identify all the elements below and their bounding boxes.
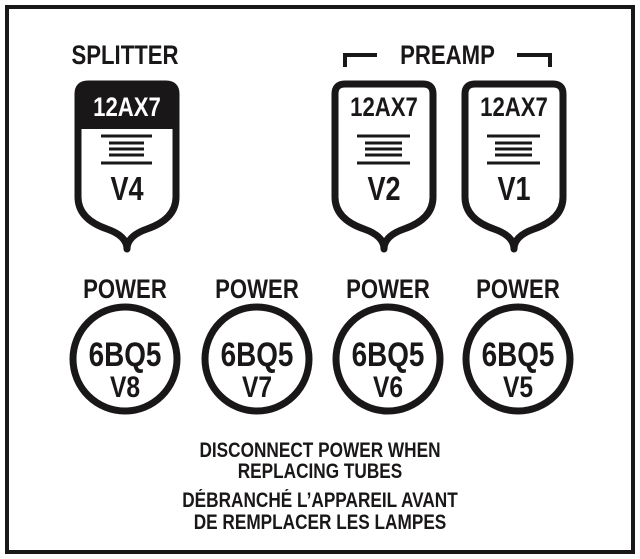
warning-fr-line2: DE REMPLACER LES LAMPES: [193, 511, 447, 534]
v2-type: 12AX7: [350, 92, 418, 122]
v6-type: 6BQ5: [351, 336, 425, 374]
splitter-label: SPLITTER: [71, 40, 179, 70]
power-tube-v5: [462, 303, 574, 415]
power-tube-v6: [332, 303, 444, 415]
v6-position: V6: [372, 371, 404, 404]
v8-position: V8: [109, 371, 141, 404]
power-label-v5: POWER: [476, 274, 560, 304]
preamp-bracket-left: [343, 53, 377, 67]
warning-fr-line1: DÉBRANCHÉ L’APPAREIL AVANT: [182, 489, 458, 512]
preamp-shield-v1: [461, 80, 567, 253]
power-label-v6: POWER: [346, 274, 430, 304]
v4-position: V4: [110, 170, 144, 207]
power-label-v7: POWER: [215, 274, 299, 304]
power-tube-v7: [201, 303, 313, 415]
v1-type: 12AX7: [480, 92, 548, 122]
v1-position: V1: [497, 170, 531, 207]
power-label-v8: POWER: [83, 274, 167, 304]
v7-position: V7: [241, 371, 273, 404]
outer-border: [5, 5, 635, 554]
v5-position: V5: [502, 371, 534, 404]
warning-en-line1: DISCONNECT POWER WHEN: [199, 439, 441, 462]
preamp-shield-v2: [331, 80, 437, 253]
v4-type: 12AX7: [93, 92, 161, 122]
splitter-header-fill: [78, 84, 176, 129]
v8-type: 6BQ5: [88, 336, 162, 374]
power-tube-v8: [69, 303, 181, 415]
warning-en-line2: REPLACING TUBES: [237, 460, 403, 483]
v7-type: 6BQ5: [220, 336, 294, 374]
filament-icons: [101, 134, 540, 165]
v2-position: V2: [367, 170, 401, 207]
v5-type: 6BQ5: [481, 336, 555, 374]
preamp-bracket-right: [517, 53, 552, 67]
preamp-label: PREAMP: [400, 40, 495, 70]
